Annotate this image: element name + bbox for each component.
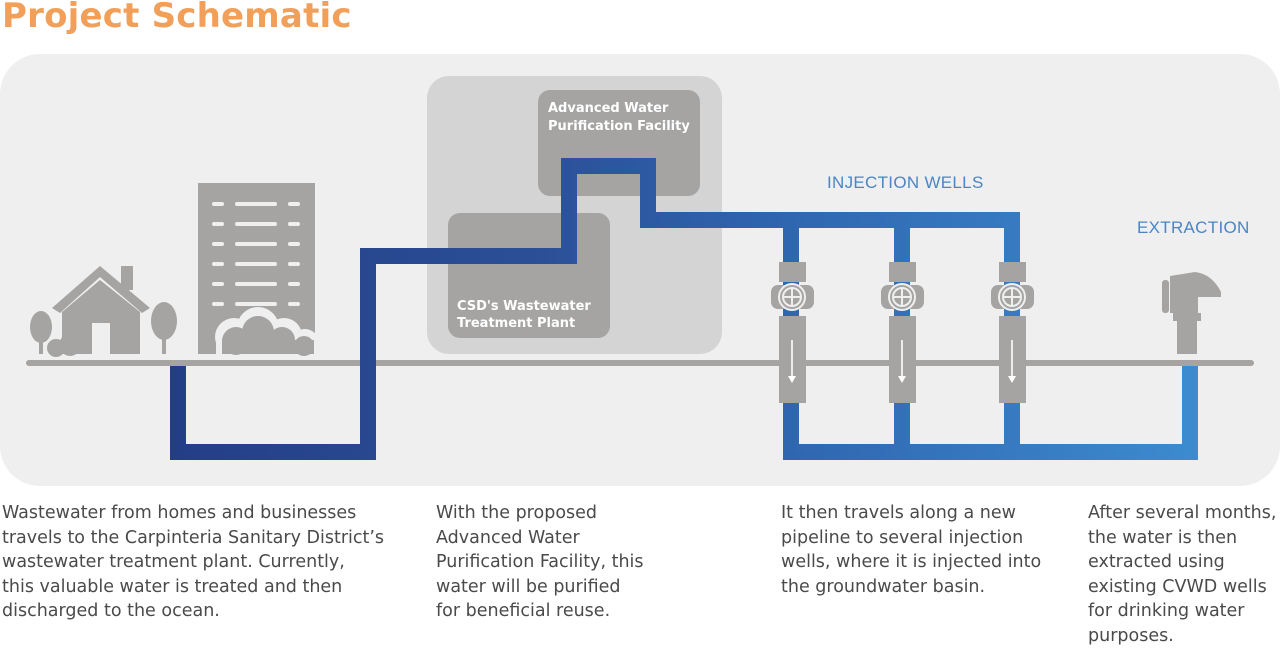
house-icon	[52, 266, 150, 354]
down-arrow-icon	[1008, 340, 1016, 383]
schematic-diagram: CSD's Wastewater Treatment Plant Advance…	[0, 54, 1280, 486]
water-pump-icon	[1162, 272, 1221, 354]
extraction-label: EXTRACTION	[1137, 218, 1250, 237]
valve-icon	[778, 283, 806, 311]
down-arrow-icon	[898, 340, 906, 383]
shrub-icon	[47, 334, 81, 357]
ground-line	[26, 360, 1254, 366]
tree-icon	[30, 311, 52, 354]
tree-icon	[151, 302, 177, 354]
office-building-icon	[198, 183, 320, 357]
down-arrow-icon	[788, 340, 796, 383]
injection-wells-label: INJECTION WELLS	[827, 173, 984, 192]
caption-wastewater: Wastewater from homes and businesses tra…	[2, 503, 385, 621]
injection-well-1	[771, 262, 814, 403]
caption-extraction: After several months, the water is then …	[1088, 503, 1277, 646]
awpf-label-line2: Purification Facility	[548, 119, 690, 134]
injection-well-3	[991, 262, 1034, 403]
awpf-label-line1: Advanced Water	[548, 101, 669, 116]
caption-purification: With the proposed Advanced Water Purific…	[436, 503, 644, 621]
csd-label-line2: Treatment Plant	[457, 316, 575, 331]
csd-label-line1: CSD's Wastewater	[457, 299, 591, 314]
valve-icon	[888, 283, 916, 311]
page-title: Project Schematic	[2, 0, 352, 36]
valve-icon	[998, 283, 1026, 311]
caption-injection: It then travels along a new pipeline to …	[781, 503, 1042, 597]
injection-well-2	[881, 262, 924, 403]
